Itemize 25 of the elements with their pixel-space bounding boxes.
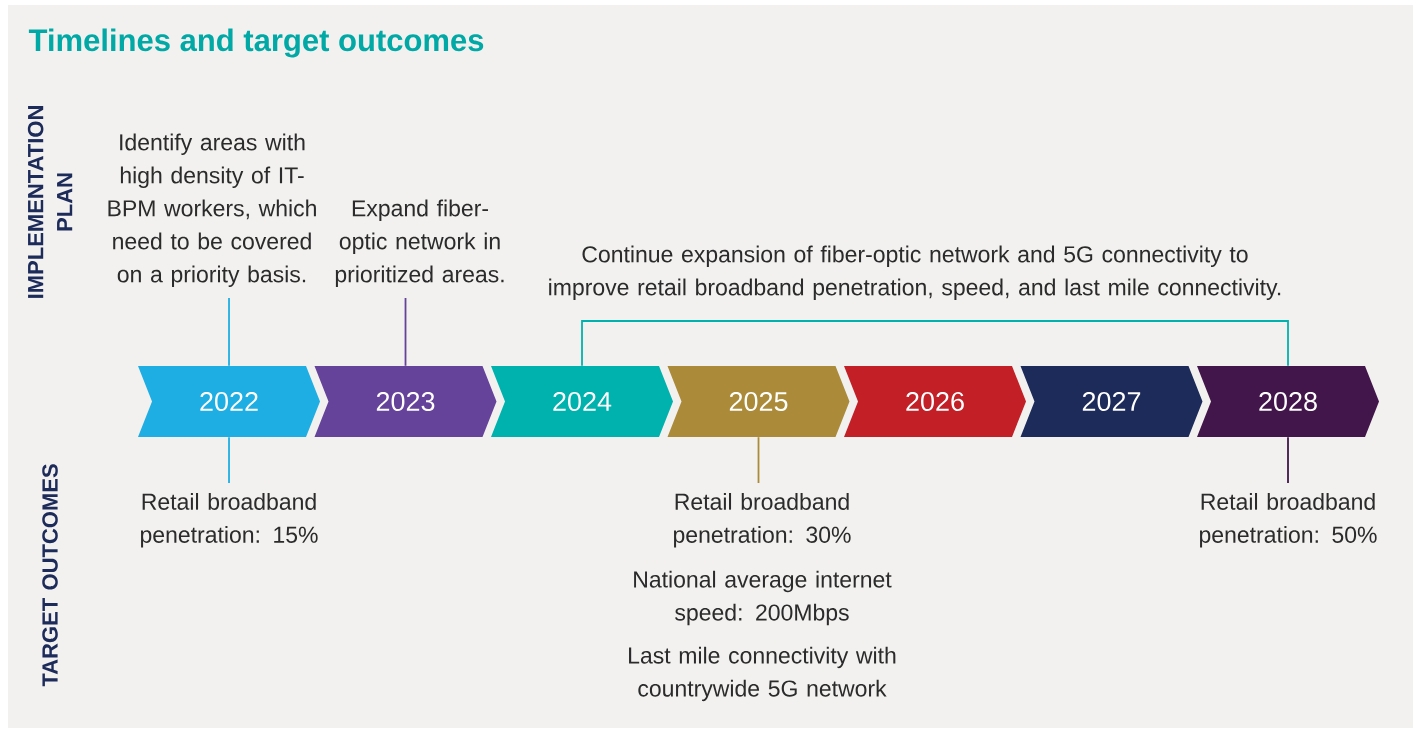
leader-line: [914, 320, 1289, 367]
timeline-segment: 2022: [138, 366, 320, 437]
milestone-text: Identify areas with high density of IT-BPM workers, which need to be covered on a priority basis.: [108, 133, 316, 287]
timeline-segment: 2025: [667, 366, 850, 437]
timeline-segment: 2026: [844, 366, 1026, 437]
timeline-segment: 2027: [1020, 366, 1203, 437]
timeline-segment: 2028: [1197, 366, 1379, 437]
leader-line: [228, 436, 230, 484]
title: Timelines and target outcomes: [28, 28, 484, 58]
milestone-text: Retail broadband penetration: 50%: [1200, 493, 1377, 548]
side-heading: TARGET OUTCOMES: [42, 464, 58, 687]
leader-line: [581, 320, 916, 367]
timeline-segment: 2024: [491, 366, 673, 437]
leader-line: [757, 436, 760, 484]
outcome-text: National average internet speed: 200Mbps: [634, 570, 892, 626]
leader-line: [228, 297, 230, 367]
side-heading: IMPLEMENTATION PLAN: [27, 106, 73, 298]
milestone-text: Retail broadband penetration: 30%: [674, 493, 851, 548]
milestone-text: Expand fiber-optic network in prioritized areas.: [335, 199, 504, 287]
milestone-text: Continue expansion of fiber-optic network and 5G connectivity to improve retail broadband penetration, speed, and last mile connectivity.: [549, 245, 1281, 300]
milestone-text: Retail broadband penetration: 15%: [141, 493, 318, 548]
outcome-text: Last mile connectivity with countrywide 5G network: [629, 646, 896, 702]
leader-line: [1287, 436, 1289, 484]
leader-line: [404, 297, 407, 367]
timeline-segment: 2023: [314, 366, 497, 437]
